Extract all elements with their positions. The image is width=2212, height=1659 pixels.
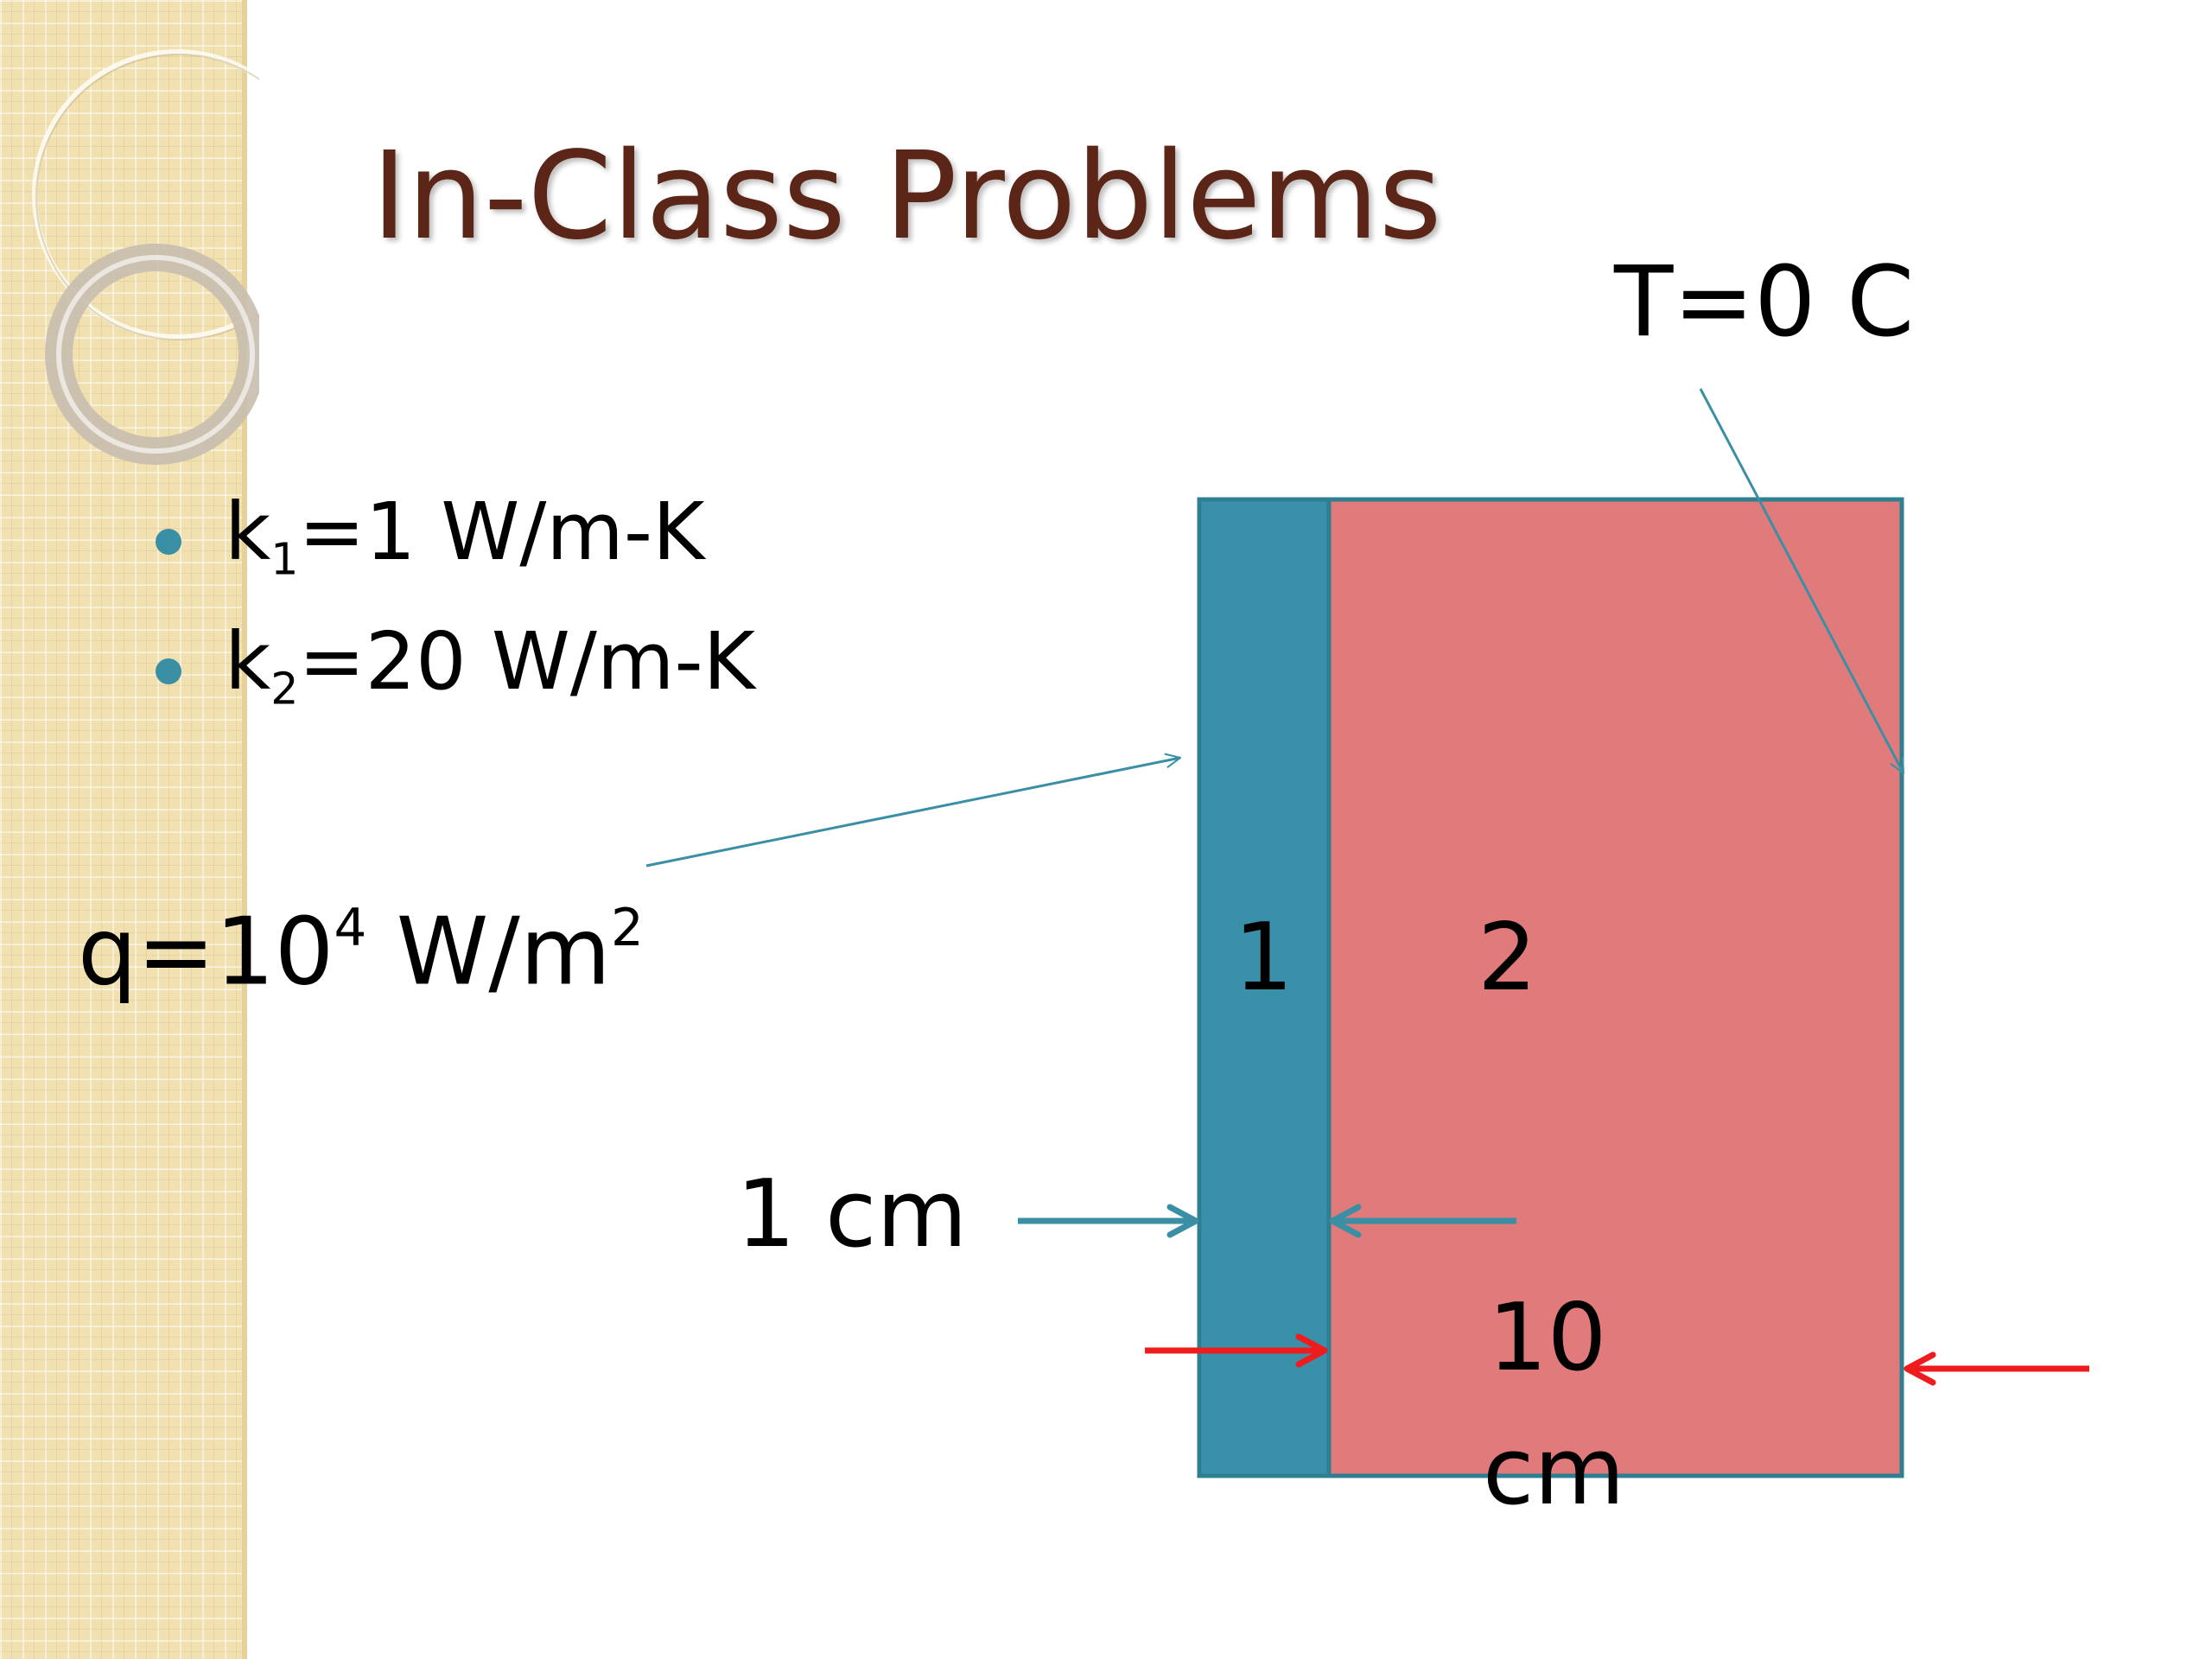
decorative-rings: [32, 49, 259, 465]
temperature-label: T=0 C: [1614, 246, 1915, 359]
heat-flux-label: q=104 W/m2: [78, 903, 644, 1000]
flux-exponent: 4: [334, 899, 367, 958]
slide-title: In-Class Problems: [372, 126, 1442, 267]
layer2-label: 2: [1478, 904, 1537, 1012]
small-ring-highlight: [56, 255, 255, 454]
large-ring-shadow: [35, 54, 259, 340]
bullet-dot-icon: [156, 529, 181, 555]
flux-unit-exponent: 2: [611, 899, 644, 958]
layer1-label: 1: [1234, 904, 1294, 1012]
k-value: =1 W/m-K: [298, 486, 705, 578]
thickness2-unit: cm: [1483, 1418, 1625, 1526]
bullet-text: k2=20 W/m-K: [225, 622, 755, 711]
k-subscript: 2: [270, 663, 299, 715]
k-symbol: k: [225, 615, 271, 708]
flux-pointer-arrow: [645, 758, 1180, 868]
thickness1-label: 1 cm: [736, 1160, 968, 1268]
bullet-text: k1=1 W/m-K: [225, 493, 704, 582]
bullet-dot-icon: [156, 658, 181, 684]
thickness2-value: 10: [1488, 1284, 1607, 1392]
layer-2: [1325, 497, 1904, 1478]
large-ring: [32, 49, 259, 340]
k-subscript: 1: [270, 533, 299, 585]
flux-unit: W/m: [366, 898, 611, 1007]
temperature-pointer-arrow: [1699, 388, 1905, 773]
sidebar-edge: [242, 0, 247, 1659]
flux-prefix: q=10: [78, 898, 334, 1007]
k-symbol: k: [225, 486, 271, 578]
layer-1: [1197, 497, 1332, 1478]
k-value: =20 W/m-K: [298, 615, 755, 708]
